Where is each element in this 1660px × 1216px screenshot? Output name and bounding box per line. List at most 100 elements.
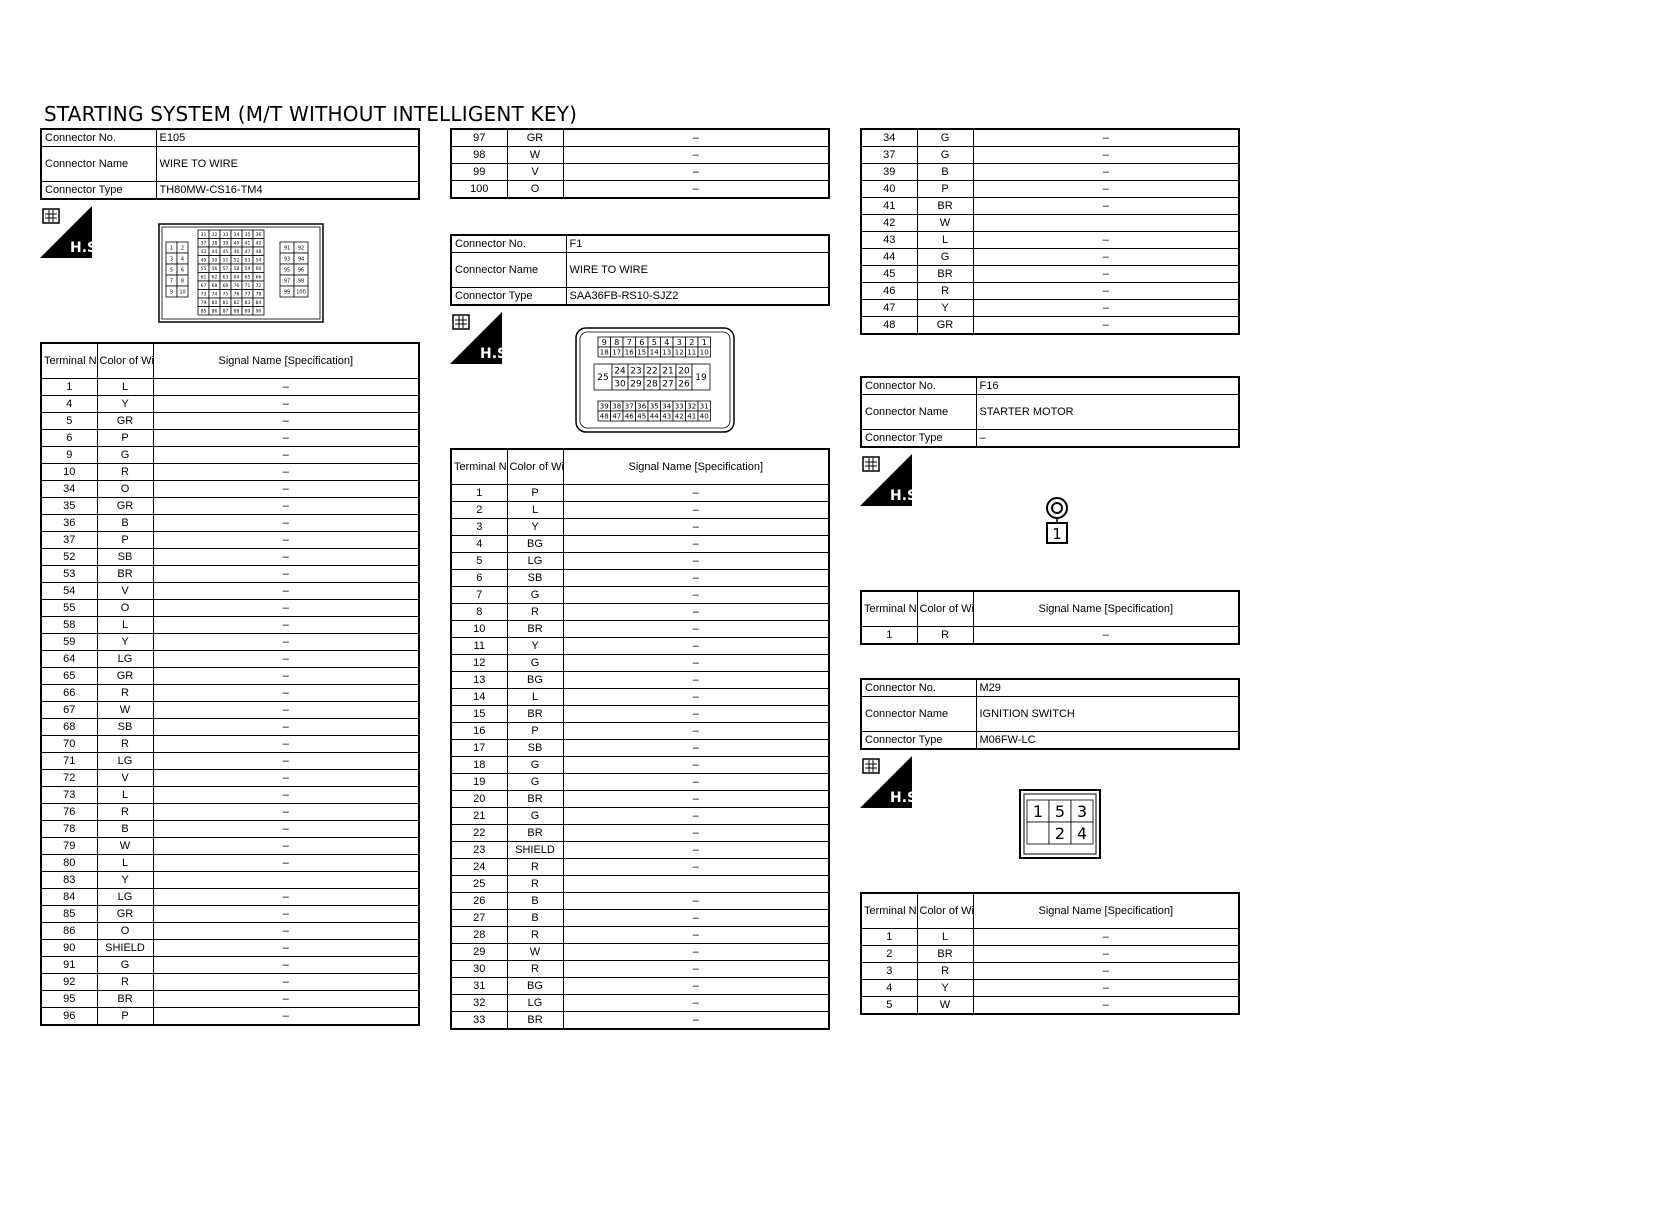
wire-color-cell: BR — [506, 620, 564, 638]
wire-color-cell: L — [506, 501, 564, 519]
pin-label: 95 — [284, 267, 290, 273]
signal-cell: – — [152, 650, 420, 668]
label-connector-name: Connector Name — [860, 696, 977, 732]
pin-label: 43 — [201, 249, 207, 255]
wire-color-cell: B — [96, 514, 154, 532]
signal-cell: – — [562, 569, 830, 587]
pin-label: 5 — [652, 338, 657, 347]
wire-color-cell: G — [506, 807, 564, 825]
pin-label: 4 — [181, 256, 184, 262]
signal-cell: – — [152, 888, 420, 906]
signal-cell: – — [972, 962, 1240, 980]
wire-color-cell: SB — [96, 718, 154, 736]
wire-color-cell: L — [916, 928, 974, 946]
terminal-cell: 34 — [860, 128, 918, 147]
wire-color-cell: G — [96, 956, 154, 974]
signal-cell: – — [972, 231, 1240, 249]
signal-cell: – — [562, 858, 830, 876]
signal-cell: – — [562, 943, 830, 961]
f16-pin-1: 1 — [1052, 525, 1062, 543]
signal-cell: – — [562, 739, 830, 757]
hs-label: H.S. — [480, 346, 502, 362]
signal-cell: – — [562, 824, 830, 842]
wire-color-cell: GR — [96, 497, 154, 515]
signal-cell — [152, 871, 420, 889]
signal-cell: – — [152, 633, 420, 651]
terminal-cell: 79 — [40, 837, 98, 855]
pin-label: 42 — [675, 413, 684, 421]
signal-cell: – — [972, 626, 1240, 645]
wire-color-cell: LG — [96, 752, 154, 770]
pin-label: 32 — [212, 232, 218, 238]
wire-color-cell: BR — [506, 790, 564, 808]
pin-label: 42 — [256, 240, 262, 246]
pin-label: 8 — [614, 338, 619, 347]
wire-color-cell: LG — [96, 650, 154, 668]
signal-cell: – — [152, 973, 420, 991]
pin-cavity — [697, 346, 711, 358]
signal-cell: – — [562, 671, 830, 689]
label-connector-no: Connector No. — [450, 234, 567, 253]
wire-color-cell: O — [96, 599, 154, 617]
wire-color-cell: Y — [96, 395, 154, 413]
pin-label: 13 — [662, 349, 671, 357]
header-color: Color of Wire — [916, 892, 974, 929]
pin-label: 35 — [245, 232, 251, 238]
pin-label: 11 — [687, 349, 696, 357]
terminal-cell: 2 — [860, 945, 918, 963]
pin-label: 94 — [298, 256, 304, 262]
signal-cell: – — [152, 718, 420, 736]
wire-color-cell: SB — [96, 548, 154, 566]
wire-color-cell: BG — [506, 671, 564, 689]
pin-label: 3 — [170, 256, 173, 262]
signal-cell: – — [562, 790, 830, 808]
signal-cell: – — [562, 926, 830, 944]
signal-cell: – — [562, 977, 830, 995]
wire-color-cell: L — [916, 231, 974, 249]
pin-label: 99 — [284, 289, 290, 295]
e105-connector-no: E105 — [155, 128, 420, 147]
pin-label: 39 — [600, 403, 609, 411]
pin-label: 46 — [234, 249, 240, 255]
header-terminal: Terminal No. — [450, 448, 508, 485]
terminal-cell: 7 — [450, 586, 508, 604]
wire-color-cell: G — [506, 654, 564, 672]
terminal-cell: 42 — [860, 214, 918, 232]
signal-cell: – — [152, 956, 420, 974]
signal-cell: – — [972, 128, 1240, 147]
pin-label: 27 — [662, 380, 673, 390]
pin-label: 17 — [612, 349, 621, 357]
signal-cell: – — [972, 928, 1240, 946]
wire-color-cell: W — [96, 701, 154, 719]
header-signal: Signal Name [Specification] — [972, 892, 1240, 929]
pin-label: 68 — [212, 283, 218, 289]
pin-label: 2 — [689, 338, 694, 347]
label-connector-name: Connector Name — [450, 252, 567, 288]
e105-terminal-table: Terminal No. Color of Wire Signal Name [… — [40, 342, 420, 1026]
signal-cell: – — [152, 1007, 420, 1026]
wire-color-cell: G — [96, 446, 154, 464]
signal-cell: – — [972, 316, 1240, 335]
pin-label: 7 — [627, 338, 632, 347]
wire-color-cell: L — [96, 378, 154, 396]
wire-color-cell: BR — [96, 990, 154, 1008]
wire-color-cell: Y — [506, 637, 564, 655]
